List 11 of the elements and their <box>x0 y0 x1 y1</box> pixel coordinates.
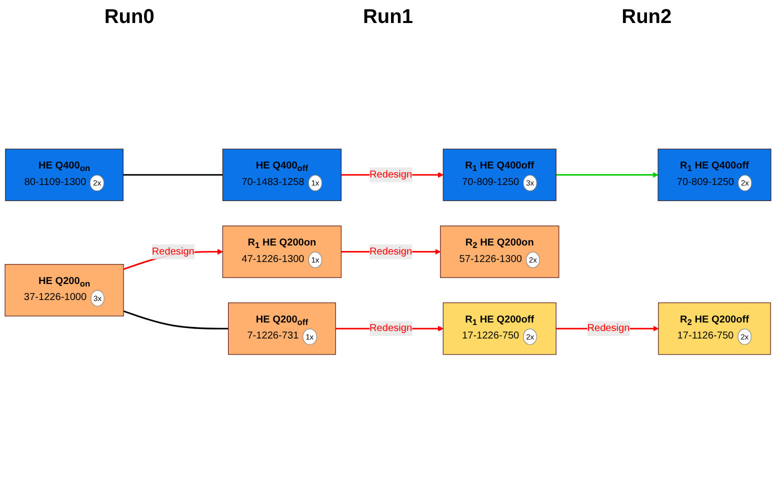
edge-label: Redesign <box>370 169 412 180</box>
edge-label: Redesign <box>370 246 412 258</box>
column-heading: Run2 <box>622 6 672 30</box>
edge-label: Redesign <box>587 323 630 334</box>
column-heading: Run0 <box>104 6 154 30</box>
connector <box>123 174 223 176</box>
edge-label: Redesign <box>370 323 412 334</box>
arrow <box>556 172 658 178</box>
column-heading: Run1 <box>362 6 413 30</box>
connector <box>123 310 228 330</box>
edge-label: Redesign <box>152 246 194 258</box>
